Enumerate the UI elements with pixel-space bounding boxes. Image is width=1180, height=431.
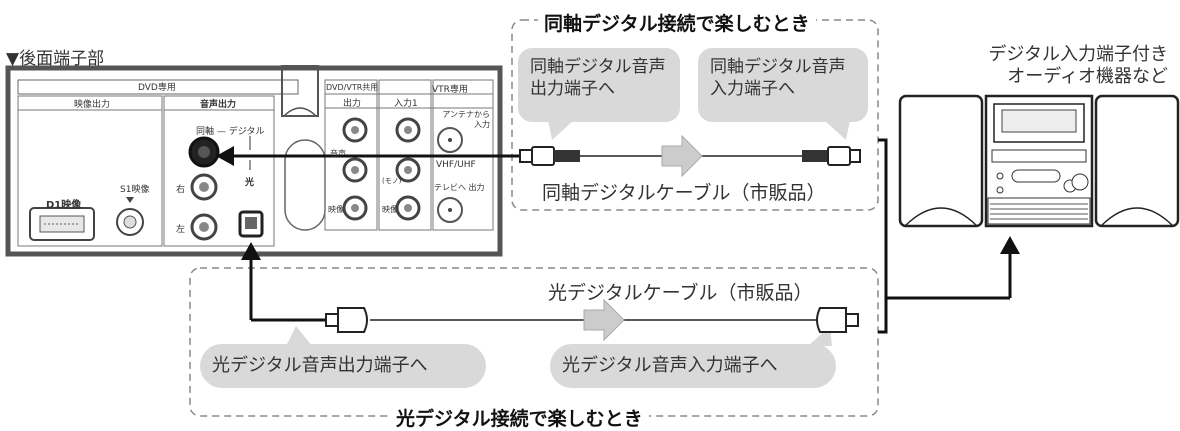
coax-output-bubble: 同軸デジタル音声出力端子へ	[518, 48, 680, 122]
coax-input-bubble: 同軸デジタル音声入力端子へ	[698, 48, 868, 122]
s1-video-label: S1映像	[120, 185, 150, 195]
optical-arrowhead	[241, 242, 261, 260]
device-label-line1: デジタル入力端子付き	[988, 44, 1168, 65]
optical-direction-arrow	[583, 298, 625, 342]
audio-out-label: 音声出力	[200, 100, 237, 110]
optical-output-bubble: 光デジタル音声出力端子へ	[200, 344, 486, 388]
output-label: 出力	[343, 99, 362, 109]
coax-cable-label: 同軸デジタルケーブル（市販品）	[542, 182, 826, 204]
optical-section-title: 光デジタル接続で楽しむとき	[390, 404, 649, 431]
coax-direction-arrow	[661, 134, 703, 178]
antenna-in-label: アンテナから入力	[442, 110, 490, 129]
coax-section-title: 同軸デジタル接続で楽しむとき	[538, 9, 816, 36]
input-video-label: 映像	[382, 205, 398, 214]
device-arrowhead	[1000, 236, 1020, 254]
rear-panel-heading: ▼後面端子部	[6, 49, 105, 69]
tv-out-label: テレビへ 出力	[434, 183, 485, 192]
coax-arrowhead	[216, 146, 234, 166]
audio-device	[898, 94, 1180, 228]
dvd-vtr-shared-label: DVD/VTR共用	[326, 83, 379, 92]
optical-dashed-frame	[189, 267, 879, 417]
vtr-only-label: VTR専用	[432, 85, 468, 95]
audio-left-label: 左	[176, 225, 186, 235]
input-mono-label: (モノ)	[382, 177, 402, 185]
input1-label: 入力1	[394, 99, 418, 109]
optical-cable-label: 光デジタルケーブル（市販品）	[548, 282, 813, 304]
output-audio-label: 音声	[330, 149, 346, 158]
optical-label: 光	[245, 178, 255, 188]
optical-input-bubble: 光デジタル音声入力端子へ	[550, 344, 836, 388]
dvd-only-label: DVD専用	[138, 83, 176, 93]
coax-digital-label: 同軸 — デジタル	[196, 127, 265, 137]
audio-right-label: 右	[176, 185, 186, 195]
output-video-label: 映像	[328, 205, 344, 214]
device-label-line2: オーディオ機器など	[1007, 66, 1168, 87]
video-out-label: 映像出力	[74, 100, 111, 110]
vhf-uhf-label: VHF/UHF	[436, 160, 476, 170]
d1-video-label: D1映像	[46, 200, 82, 211]
